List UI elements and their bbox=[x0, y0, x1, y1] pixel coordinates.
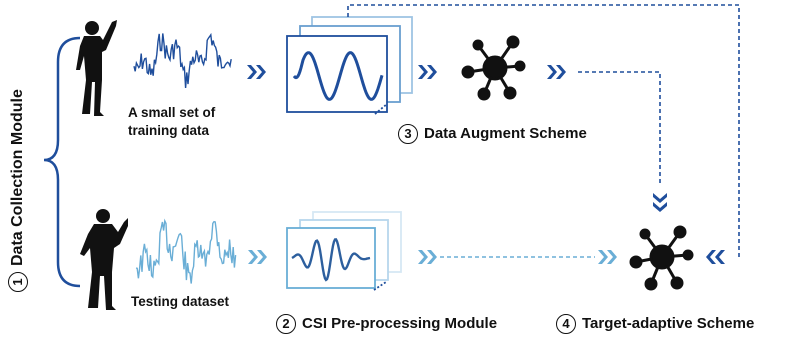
augment-network-icon bbox=[461, 35, 526, 101]
chevron-stroke bbox=[427, 250, 437, 264]
chevron-stroke bbox=[653, 193, 667, 203]
step-number: 2 bbox=[276, 314, 296, 334]
step-number: 3 bbox=[398, 124, 418, 144]
chevron-stroke bbox=[418, 65, 428, 79]
target-network-icon bbox=[629, 225, 694, 291]
chevron-stroke bbox=[556, 65, 566, 79]
chevron-stroke bbox=[607, 250, 617, 264]
chevron-stroke bbox=[256, 65, 266, 79]
testing-frame-wave bbox=[291, 238, 371, 282]
chevron-stroke bbox=[257, 250, 267, 264]
chevron-stroke bbox=[247, 65, 257, 79]
augment-scheme-text: Data Augment Scheme bbox=[424, 124, 587, 142]
step-number: 4 bbox=[556, 314, 576, 334]
chevron-stroke bbox=[715, 250, 725, 264]
person-top-icon bbox=[76, 20, 117, 116]
chevron-left-icon bbox=[706, 250, 725, 264]
training-frame-wave bbox=[292, 51, 384, 101]
collection-brace bbox=[43, 36, 81, 288]
data-collection-label: 1 Data Collection Module bbox=[8, 89, 28, 292]
csi-module-label: 2 CSI Pre-processing Module bbox=[276, 314, 497, 334]
testing-signal-wave bbox=[135, 218, 237, 284]
training-frame-stack bbox=[286, 16, 413, 115]
chevron-right-icon bbox=[547, 65, 566, 79]
augment-scheme-label: 3 Data Augment Scheme bbox=[398, 124, 587, 144]
chevron-stroke bbox=[653, 202, 667, 212]
dashed-connectors bbox=[347, 4, 740, 260]
chevron-stroke bbox=[427, 65, 437, 79]
chevron-right-icon bbox=[598, 250, 617, 264]
chevron-stroke bbox=[547, 65, 557, 79]
training-data-label: A small set of training data bbox=[128, 105, 216, 138]
person-bottom-icon bbox=[80, 209, 128, 310]
target-scheme-text: Target-adaptive Scheme bbox=[582, 314, 755, 332]
chevron-stroke bbox=[248, 250, 258, 264]
chevron-stroke bbox=[598, 250, 608, 264]
training-signal-wave bbox=[133, 32, 232, 89]
step-number: 1 bbox=[8, 272, 28, 292]
chevron-right-icon bbox=[248, 250, 267, 264]
data-collection-text: Data Collection Module bbox=[9, 89, 27, 266]
chevron-stroke bbox=[706, 250, 716, 264]
target-scheme-label: 4 Target-adaptive Scheme bbox=[556, 314, 754, 334]
chevron-stroke bbox=[418, 250, 428, 264]
chevron-down-icon bbox=[653, 193, 667, 212]
testing-dataset-label: Testing dataset bbox=[131, 294, 230, 309]
testing-frame-stack bbox=[286, 211, 402, 291]
csi-module-text: CSI Pre-processing Module bbox=[302, 314, 498, 332]
chevron-right-icon bbox=[418, 65, 437, 79]
chevron-right-icon bbox=[247, 65, 266, 79]
chevron-right-icon bbox=[418, 250, 437, 264]
